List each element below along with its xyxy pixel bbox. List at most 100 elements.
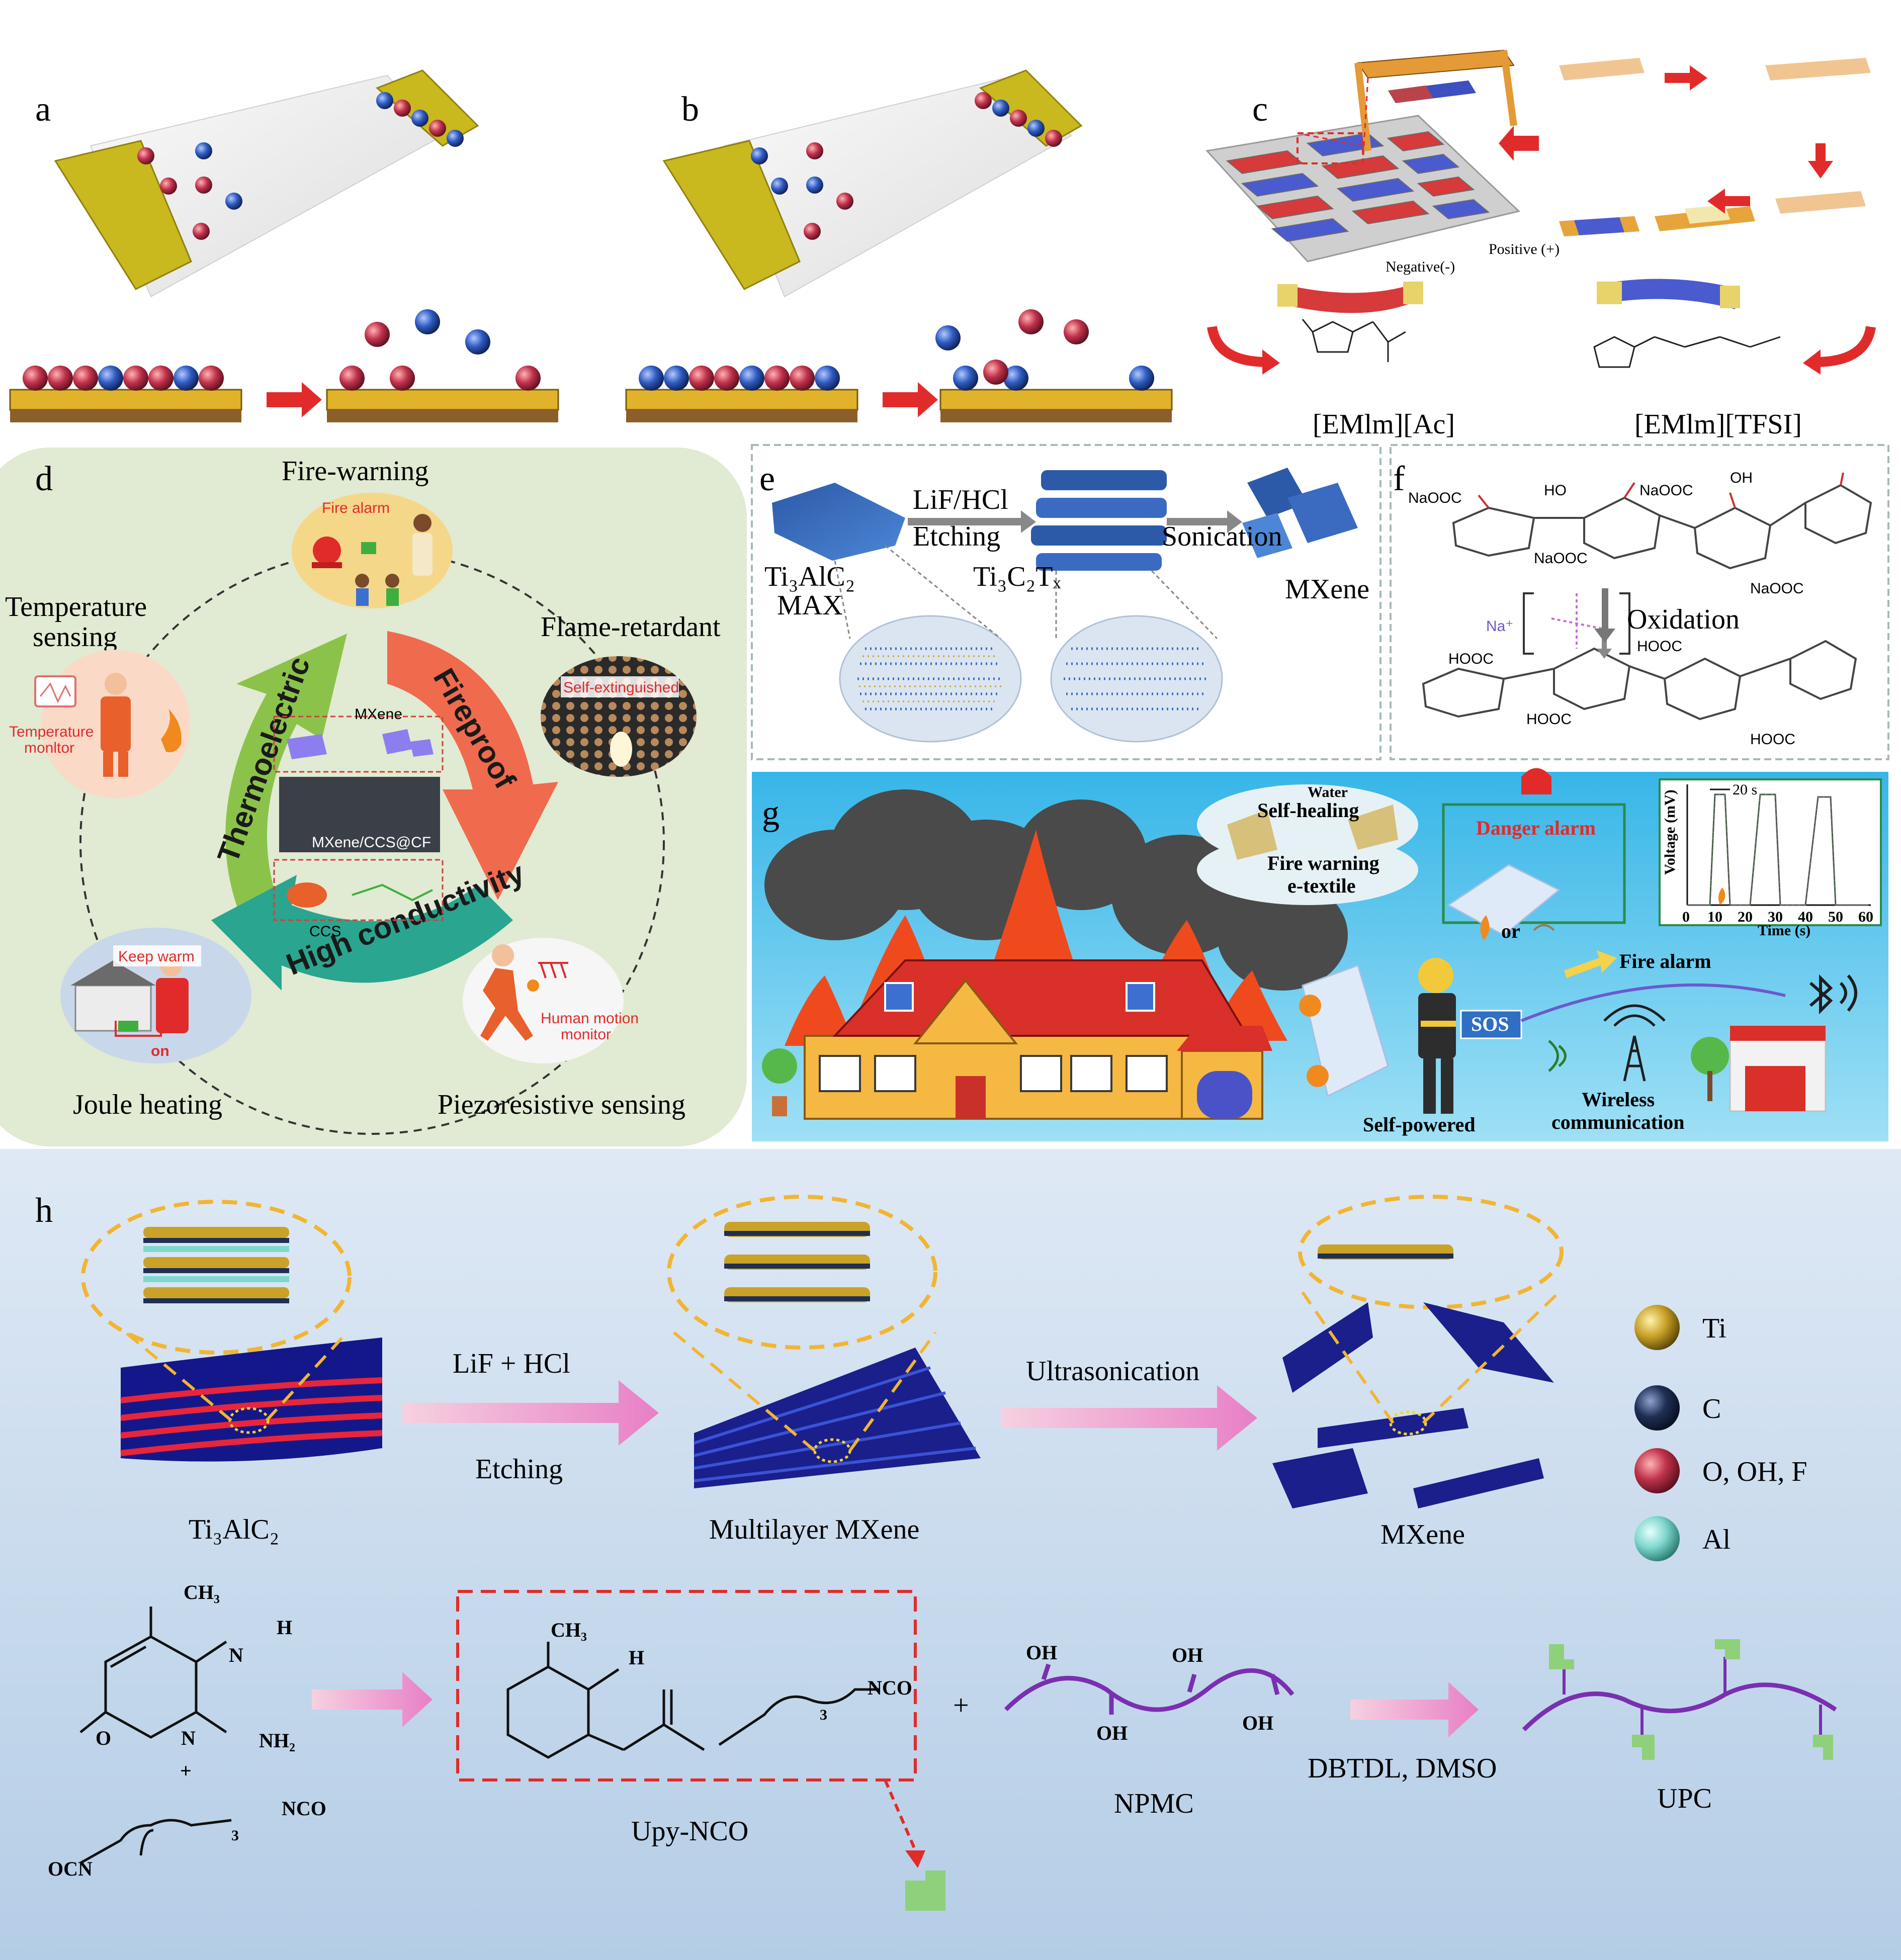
panel-f-oxidation-label: Oxidation (1627, 604, 1740, 635)
panel-h-arrow-3 (312, 1672, 433, 1727)
panel-h-step1-top: LiF + HCl (453, 1348, 570, 1379)
panel-h-legend-o-marker (1634, 1448, 1680, 1493)
panel-g-sos-label: SOS (1471, 1013, 1509, 1035)
panel-f-naooc-3: NaOOC (1639, 482, 1693, 499)
panel-f-naooc-2: NaOOC (1534, 550, 1588, 567)
panel-a-left-electrode (54, 140, 192, 290)
panel-d: d Fire-warning Fire alarm Temperature se… (0, 448, 747, 1146)
panel-a: a (9, 69, 559, 422)
panel-f: f NaOOC NaOOC NaOOC NaOOC OH H (1390, 444, 1889, 760)
panel-h-reagents-label: DBTDL, DMSO (1308, 1753, 1497, 1784)
panel-h-legend-al-marker (1634, 1516, 1680, 1561)
panel-e-arrow-2 (1167, 510, 1242, 533)
panel-h-letter: h (35, 1191, 53, 1230)
panel-g-chart-xtick: 30 (1768, 909, 1783, 925)
panel-g-or-label: or (1501, 920, 1520, 942)
panel-e-max-label-2: MAX (777, 590, 843, 621)
panel-d-temperature-monitor-2: monltor (24, 740, 74, 756)
panel-f-hooc-2: HOOC (1526, 711, 1572, 728)
panel-h-h-2: H (629, 1646, 644, 1669)
panel-f-oxidation-arrow (1594, 588, 1615, 643)
panel-f-hooc-3: HOOC (1637, 638, 1682, 655)
panel-h-nco-2: NCO (868, 1676, 912, 1699)
panel-h-legend-ti-marker (1634, 1305, 1680, 1350)
panel-f-naooc-1: NaOOC (1408, 490, 1462, 506)
panel-e-zoom-lattices (834, 545, 1223, 743)
panel-e-mxene-label: MXene (1285, 574, 1369, 605)
panel-c-negative-label: Negative(-) (1386, 258, 1455, 275)
panel-g-self-healing-label: Self-healing (1257, 799, 1359, 822)
panel-g-wireless-label-2: communication (1551, 1111, 1684, 1133)
panel-f-hooc-1: HOOC (1448, 651, 1494, 667)
panel-h-h-1: H (277, 1616, 292, 1639)
panel-g-chart-xtick: 10 (1707, 909, 1722, 925)
panel-h-upc-label: UPC (1657, 1783, 1712, 1814)
panel-f-oh: OH (1730, 470, 1753, 486)
panel-b-left-electrode (662, 140, 801, 290)
panel-h-arrow-1 (402, 1380, 659, 1446)
panel-h-ocn: OCN (48, 1857, 93, 1880)
panel-h-nh2: NH₂ (259, 1729, 295, 1752)
panel-f-ho: HO (1544, 482, 1567, 499)
panel-h-oh-3: OH (1172, 1644, 1203, 1666)
panel-h-nco-1: NCO (282, 1797, 326, 1820)
panel-f-na: Na⁺ (1486, 618, 1513, 635)
panel-g-danger-alarm-label: Danger alarm (1476, 817, 1596, 839)
panel-b-substrate-left (625, 366, 858, 422)
panel-a-substrate-left (9, 366, 242, 422)
panel-c-zoom-strip (1297, 49, 1517, 164)
panel-a-arrow (267, 382, 322, 417)
panel-d-fire-alarm-label: Fire alarm (322, 500, 390, 516)
panel-e-max-block (772, 483, 905, 561)
panel-e-ti3c2tx-label: Ti₃C₂Tₓ (973, 561, 1061, 592)
panel-c-ionic-liquid-2-label: [EMlm][TFSI] (1634, 409, 1802, 440)
panel-f-naooc-4: NaOOC (1750, 580, 1804, 597)
panel-h-upy-symbol (905, 1870, 945, 1911)
panel-d-piezo-bubble (463, 938, 624, 1063)
panel-c-ionic-liquid-1 (1207, 282, 1423, 375)
panel-h-oh-4: OH (1242, 1712, 1273, 1734)
panel-g-chart-xtick: 40 (1798, 909, 1813, 925)
panel-d-piezoresistive-title: Piezoresistive sensing (438, 1089, 685, 1120)
panel-g-letter: g (762, 794, 780, 833)
panel-d-letter: d (35, 460, 53, 498)
panel-e-sonication-label: Sonication (1162, 521, 1282, 552)
bluetooth-icon (1809, 974, 1857, 1015)
panel-a-ions (137, 92, 464, 240)
panel-f-letter: f (1393, 460, 1405, 498)
panel-d-center-composite-label: MXene/CCS@CF (312, 834, 431, 851)
panel-h-arrow-4 (1350, 1682, 1479, 1737)
panel-b: b (625, 69, 1173, 422)
panel-g: g (752, 768, 1888, 1141)
panel-d-flame-retardant-title: Flame-retardant (541, 611, 721, 643)
panel-g-fire-warning-label-1: Fire warning (1267, 852, 1379, 874)
panel-h-legend-al-label: Al (1702, 1524, 1731, 1555)
panel-h-mxene-flakes (1272, 1195, 1564, 1508)
panel-h-ch3-2: CH₃ (551, 1619, 587, 1641)
panel-d-center-composite (273, 716, 444, 921)
panel-e-mxene-flakes (1242, 468, 1358, 558)
panel-g-fire-station (1691, 1025, 1827, 1112)
panel-g-chart-scalebar: 20 s (1733, 781, 1757, 798)
panel-h-plus-2: + (953, 1690, 969, 1721)
panel-h-plus-1: + (180, 1759, 192, 1782)
panel-h-oh-1: OH (1026, 1641, 1057, 1664)
panel-e-etch-label-2: Etching (913, 521, 1000, 552)
panel-g-textile (1299, 964, 1389, 1098)
panel-h-arrow-2 (1001, 1385, 1257, 1451)
panel-g-chart-xtick: 50 (1828, 909, 1843, 925)
panel-h-ti3alc2-label: Ti₃AlC₂ (189, 1514, 279, 1545)
panel-a-letter: a (35, 90, 51, 129)
panel-h: h Ti₃AlC₂ (0, 1149, 1901, 1960)
panel-a-substrate-right (326, 309, 559, 422)
panel-c-positive-label: Positive (+) (1489, 241, 1560, 257)
panel-h-upy-pointer-head (905, 1850, 925, 1868)
panel-d-fire-warning-title: Fire-warning (282, 456, 428, 487)
panel-h-oh-2: OH (1096, 1722, 1128, 1744)
panel-h-sub3-1: 3 (231, 1827, 239, 1844)
panel-b-right-electrode (979, 69, 1083, 147)
panel-d-temperature-monitor-1: Temperature (9, 724, 94, 740)
panel-f-hooc-4: HOOC (1750, 731, 1795, 748)
panel-d-joule-bubble (60, 928, 251, 1063)
